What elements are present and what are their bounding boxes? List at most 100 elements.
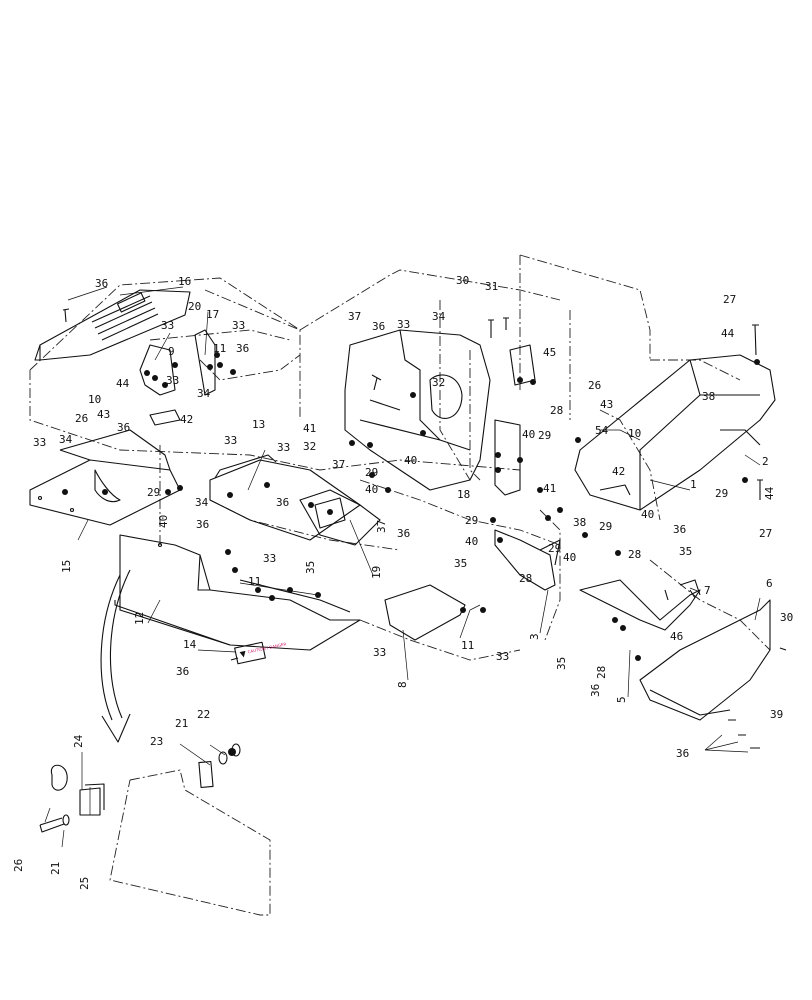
part-callout-36: 36 xyxy=(196,518,209,531)
part-callout-41: 41 xyxy=(303,422,316,435)
part-callout-36: 36 xyxy=(95,277,108,290)
part-callout-19: 19 xyxy=(370,566,383,579)
part-callout-11: 11 xyxy=(248,575,261,588)
part-callout-28: 28 xyxy=(519,572,532,585)
part-callout-33: 33 xyxy=(224,434,237,447)
part-callout-34: 34 xyxy=(195,496,209,509)
phantom-outlines xyxy=(29,254,771,916)
part-callout-22: 22 xyxy=(197,708,210,721)
part-callout-33: 33 xyxy=(496,650,509,663)
part-callout-42: 42 xyxy=(612,465,625,478)
part-callout-44: 44 xyxy=(763,486,776,500)
part-callout-28: 28 xyxy=(595,666,608,679)
part-callout-33: 33 xyxy=(33,436,46,449)
part-callout-44: 44 xyxy=(116,377,130,390)
hardware-fasteners xyxy=(62,308,787,756)
part-19-bracket xyxy=(299,489,381,546)
part-callout-31: 31 xyxy=(485,280,498,293)
part-callout-36: 36 xyxy=(236,342,249,355)
part-callout-17: 17 xyxy=(206,308,219,321)
part-callout-40: 40 xyxy=(522,428,535,441)
part-callout-35: 35 xyxy=(304,561,317,574)
part-callout-29: 29 xyxy=(599,520,612,533)
part-callout-29: 29 xyxy=(365,466,378,479)
part-callout-28: 28 xyxy=(628,548,641,561)
part-16-top-cover xyxy=(34,289,191,361)
part-callout-16: 16 xyxy=(178,275,191,288)
part-callout-40: 40 xyxy=(157,515,170,528)
part-callout-21: 21 xyxy=(49,862,62,875)
part-6-guard xyxy=(639,599,771,721)
leader-lines xyxy=(44,286,761,848)
part-callout-27: 27 xyxy=(759,527,772,540)
part-callout-26: 26 xyxy=(12,859,25,872)
part-12-side-panel xyxy=(114,534,361,651)
part-callout-20: 20 xyxy=(188,300,201,313)
part-callout-33: 33 xyxy=(232,319,245,332)
parts-20-9-brackets xyxy=(139,329,216,426)
part-callout-8: 8 xyxy=(396,681,409,688)
part-callout-46: 46 xyxy=(670,630,683,643)
part-callout-7: 7 xyxy=(704,584,711,597)
transfer-arrow xyxy=(100,569,131,743)
part-callout-40: 40 xyxy=(465,535,478,548)
part-13-plate xyxy=(209,454,361,541)
part-callout-34: 34 xyxy=(197,387,211,400)
part-callout-23: 23 xyxy=(150,735,163,748)
part-callout-13: 13 xyxy=(252,418,265,431)
part-callout-40: 40 xyxy=(641,508,654,521)
part-callout-18: 18 xyxy=(457,488,470,501)
part-callout-36: 36 xyxy=(117,421,130,434)
part-callout-29: 29 xyxy=(548,542,561,555)
part-callout-43: 43 xyxy=(97,408,110,421)
part-callout-30: 30 xyxy=(456,274,469,287)
part-callout-36: 36 xyxy=(589,684,602,697)
part-callout-33: 33 xyxy=(263,552,276,565)
part-callout-32: 32 xyxy=(432,376,445,389)
part-callout-36: 36 xyxy=(372,320,385,333)
part-callout-29: 29 xyxy=(465,514,478,527)
part-callout-33: 33 xyxy=(397,318,410,331)
part-callout-28: 28 xyxy=(550,404,563,417)
part-3-linkage xyxy=(494,529,561,591)
part-callout-10: 10 xyxy=(628,427,641,440)
part-callout-36: 36 xyxy=(397,527,410,540)
part-callout-11: 11 xyxy=(461,639,474,652)
part-callout-24: 24 xyxy=(72,734,85,748)
part-1-hood xyxy=(574,354,776,511)
part-7-strap xyxy=(579,579,701,631)
part-callout-21: 21 xyxy=(175,717,188,730)
part-callout-33: 33 xyxy=(166,374,179,387)
part-callout-30: 30 xyxy=(780,611,793,624)
part-callout-34: 34 xyxy=(432,310,446,323)
part-8-guard xyxy=(384,584,466,641)
part-callout-33: 33 xyxy=(161,319,174,332)
part-callout-29: 29 xyxy=(715,487,728,500)
part-callout-33: 33 xyxy=(277,441,290,454)
part-14-decal: CAUTION / DANGER xyxy=(234,641,287,665)
part-callout-35: 35 xyxy=(555,657,568,670)
part-callout-33: 33 xyxy=(373,646,386,659)
part-callout-34: 34 xyxy=(59,433,73,446)
part-callout-25: 25 xyxy=(78,877,91,890)
part-callout-40: 40 xyxy=(404,454,417,467)
part-callout-9: 9 xyxy=(168,345,175,358)
part-callout-5: 5 xyxy=(615,696,628,703)
part-callout-39: 39 xyxy=(770,708,783,721)
part-callout-14: 14 xyxy=(183,638,197,651)
part-callout-15: 15 xyxy=(60,560,73,573)
part-callout-3: 3 xyxy=(528,633,541,640)
part-callout-37: 37 xyxy=(332,458,345,471)
part-callout-36: 36 xyxy=(176,665,189,678)
part-15-panel xyxy=(29,429,181,526)
part-callout-43: 43 xyxy=(600,398,613,411)
part-callout-54: 54 xyxy=(595,424,609,437)
part-callout-12: 12 xyxy=(133,612,146,625)
part-callout-26: 26 xyxy=(75,412,88,425)
part-callout-44: 44 xyxy=(721,327,735,340)
part-callout-36: 36 xyxy=(673,523,686,536)
part-callout-38: 38 xyxy=(573,516,586,529)
part-callout-42: 42 xyxy=(180,413,193,426)
part-callout-10: 10 xyxy=(88,393,101,406)
part-callout-26: 26 xyxy=(588,379,601,392)
